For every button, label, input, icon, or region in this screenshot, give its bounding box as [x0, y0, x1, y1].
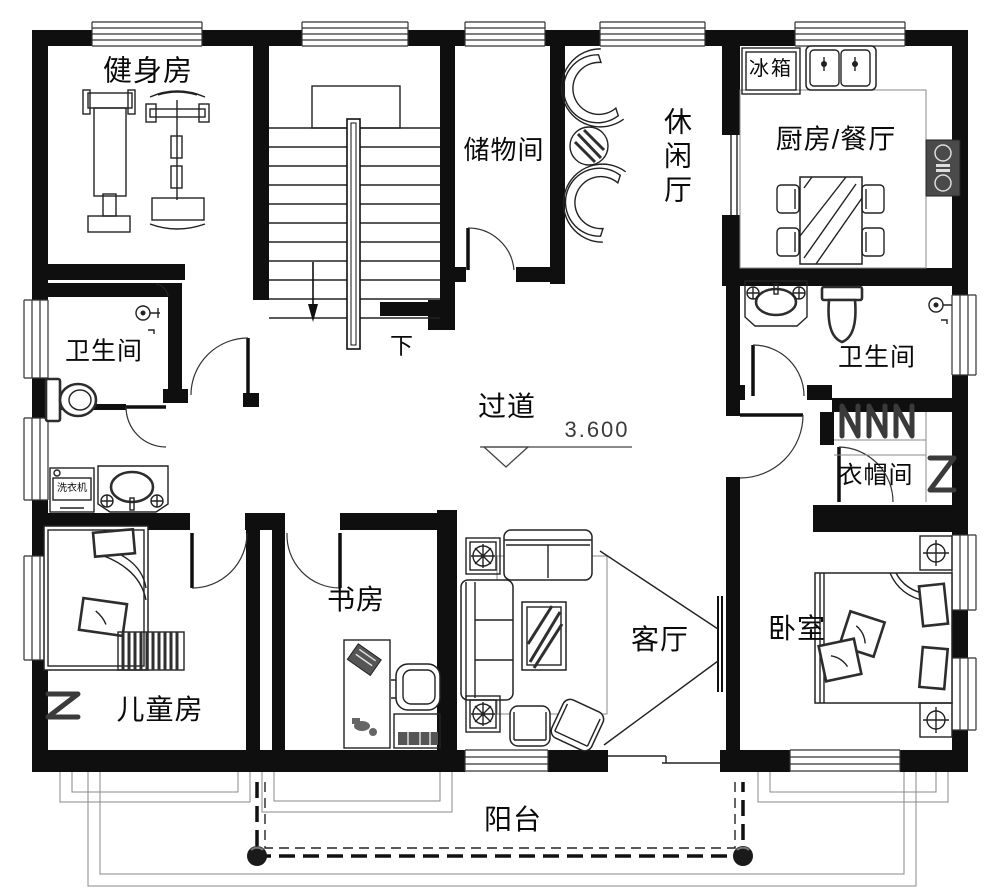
vanity-left — [97, 465, 169, 513]
sliding-door — [608, 755, 720, 764]
label-washer: 洗衣机 — [57, 483, 87, 494]
room-label-storage: 储物间 — [463, 135, 545, 165]
rug — [117, 631, 185, 671]
room-label-bath-right: 卫生间 — [837, 343, 917, 372]
loveseat — [503, 529, 593, 581]
elevation-marker — [480, 446, 632, 468]
room-label-bath-left: 卫生间 — [64, 337, 144, 366]
hanger-icon — [866, 403, 888, 439]
side-table-plant — [465, 537, 501, 575]
hanger-icon — [927, 455, 957, 493]
balcony-column — [247, 846, 267, 866]
cloakroom-fittings — [834, 403, 957, 502]
kitchen-sink — [805, 45, 877, 91]
nightstand-lamp — [919, 535, 953, 571]
cabinet-contents — [398, 732, 438, 745]
toilet-right — [820, 285, 864, 344]
bath-right-fixtures — [744, 280, 952, 344]
study-furniture — [343, 639, 441, 749]
kitchen-furniture — [739, 45, 961, 269]
cushion — [817, 637, 863, 683]
washing-machine — [49, 467, 95, 513]
exterior-walls — [32, 30, 968, 772]
label-stairs-down: 下 — [390, 332, 414, 359]
corner-drain — [155, 283, 169, 297]
leisure-furniture — [560, 48, 627, 243]
desk-chair — [391, 663, 441, 711]
room-label-corridor: 过道 — [477, 391, 537, 422]
bath-left-fixtures — [44, 283, 169, 513]
hanger-icon — [893, 403, 915, 439]
pillow — [917, 582, 950, 628]
stove — [925, 139, 961, 197]
vanity-right — [744, 280, 808, 327]
stairs — [269, 85, 440, 350]
room-label-cloakroom: 衣帽间 — [838, 462, 914, 489]
pillow — [91, 527, 137, 559]
balcony — [59, 772, 949, 887]
pillow — [917, 645, 950, 691]
room-label-balcony: 阳台 — [483, 804, 543, 835]
balcony-column — [733, 846, 753, 866]
nightstand-lamp — [919, 702, 953, 738]
sofa — [460, 579, 514, 701]
tv — [717, 596, 723, 692]
armchair — [550, 698, 605, 752]
room-label-kids: 儿童房 — [116, 694, 204, 725]
cabinet — [393, 713, 441, 749]
room-label-kitchen-dining: 厨房/餐厅 — [775, 124, 897, 155]
room-label-study: 书房 — [326, 584, 386, 615]
label-elevation: 3.600 — [564, 417, 630, 442]
tv-sight-lines — [599, 550, 719, 746]
hanger-icon — [839, 403, 861, 439]
windows — [23, 21, 977, 772]
desk — [343, 639, 391, 749]
dining-table — [776, 176, 885, 265]
toilet-tank — [44, 377, 62, 423]
room-label-living: 客厅 — [630, 624, 690, 655]
pillow — [77, 596, 129, 638]
kids-furniture — [43, 525, 185, 720]
living-furniture — [460, 529, 723, 752]
doors — [125, 227, 894, 589]
fan-chair — [560, 48, 625, 128]
coffee-table — [521, 601, 567, 671]
side-table-plant — [465, 695, 501, 733]
gym-equipment — [82, 89, 210, 233]
room-label-leisure: 休闲厅 — [661, 107, 692, 209]
armchair — [509, 705, 551, 747]
balcony-railing — [255, 782, 745, 858]
fridge — [741, 47, 801, 95]
round-table — [569, 126, 609, 166]
label-fridge: 冰箱 — [749, 58, 793, 80]
room-label-bedroom: 卧室 — [767, 613, 827, 644]
hanger-icon — [45, 691, 81, 720]
bedroom-furniture — [814, 535, 953, 738]
room-label-gym: 健身房 — [102, 55, 194, 88]
fan-chair — [562, 163, 627, 243]
